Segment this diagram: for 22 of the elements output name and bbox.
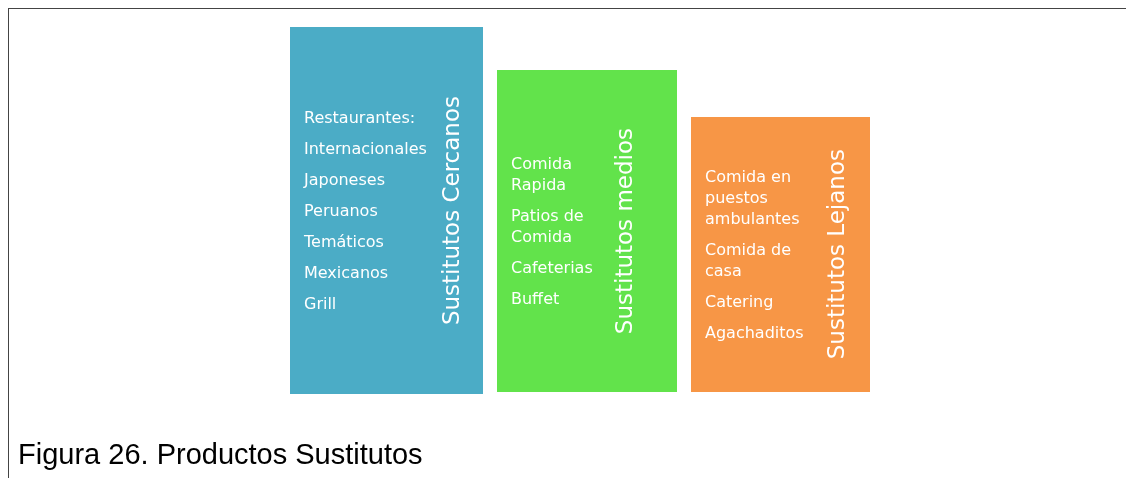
- list-item: Cafeterias: [511, 257, 594, 278]
- list-item: Peruanos: [304, 200, 379, 221]
- category-panel: [290, 27, 483, 394]
- list-item: Japoneses: [304, 169, 386, 190]
- list-item: Restaurantes:: [304, 107, 417, 128]
- list-item: Catering: [705, 291, 775, 312]
- list-item: Grill: [304, 293, 338, 314]
- panel-heading: Sustitutos medios: [611, 127, 637, 335]
- list-item: Comida de casa: [705, 239, 793, 281]
- category-panel: [691, 117, 870, 392]
- list-item: Buffet: [511, 288, 561, 309]
- panel-heading: Sustitutos Cercanos: [438, 95, 464, 326]
- list-item: Comida en puestos ambulantes: [705, 166, 801, 229]
- list-item: Agachaditos: [705, 322, 805, 343]
- list-item: Patios de Comida: [511, 205, 585, 247]
- panel-heading: Sustitutos Lejanos: [823, 149, 849, 360]
- list-item: Comida Rapida: [511, 153, 573, 195]
- figure-caption: Figura 26. Productos Sustitutos: [18, 438, 423, 471]
- category-panel: [497, 70, 677, 392]
- list-item: Internacionales: [304, 138, 428, 159]
- list-item: Temáticos: [304, 231, 385, 252]
- list-item: Mexicanos: [304, 262, 390, 283]
